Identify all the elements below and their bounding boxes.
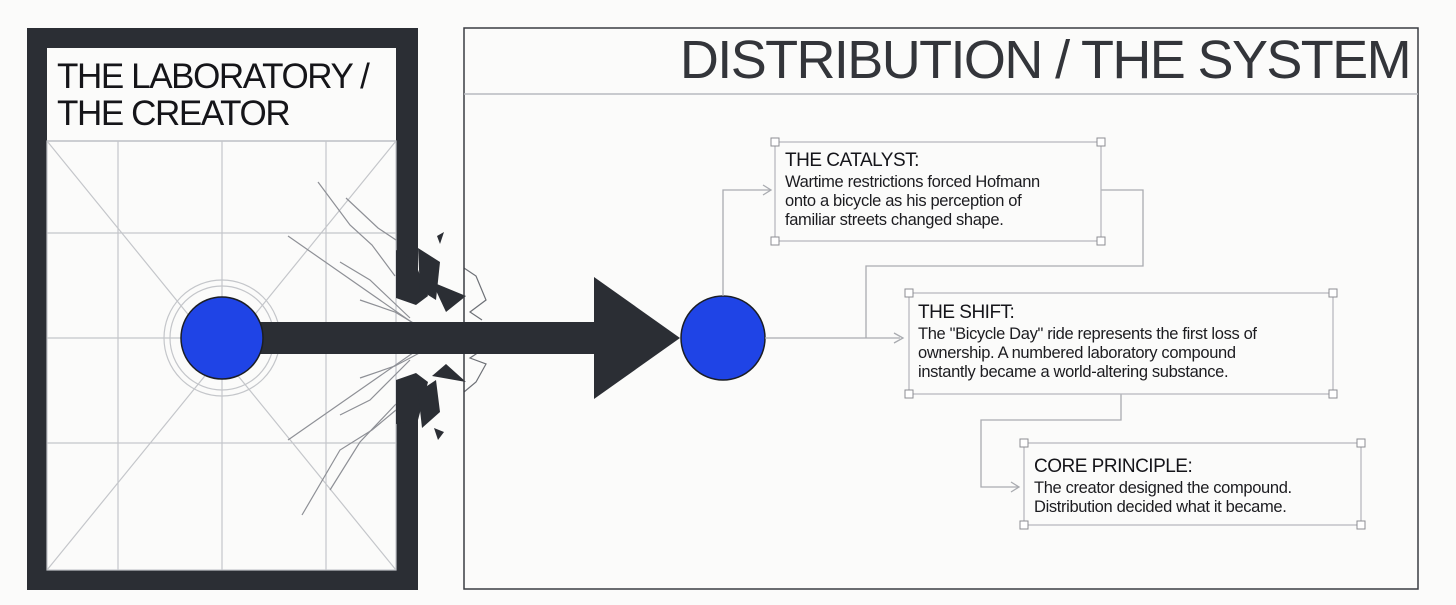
- shift-body-line: ownership. A numbered laboratory compoun…: [918, 344, 1236, 362]
- principle-body: The creator designed the compound. Distr…: [1034, 479, 1354, 517]
- distribution-title: DISTRIBUTION / THE SYSTEM: [679, 30, 1412, 90]
- catalyst-body-line: onto a bicycle as his perception of: [785, 192, 1022, 210]
- shift-body-line: instantly became a world-altering substa…: [918, 363, 1229, 381]
- shift-note: THE SHIFT: The "Bicycle Day" ride repres…: [918, 302, 1328, 382]
- principle-body-line: The creator designed the compound.: [1034, 479, 1292, 497]
- broken-wall-shards: [396, 232, 466, 440]
- principle-body-line: Distribution decided what it became.: [1034, 498, 1287, 516]
- catalyst-note: THE CATALYST: Wartime restrictions force…: [785, 150, 1095, 230]
- creator-node: [180, 296, 264, 380]
- principle-note: CORE PRINCIPLE: The creator designed the…: [1034, 456, 1354, 517]
- main-arrow-shaft: [252, 322, 598, 354]
- laboratory-title: THE LABORATORY / THE CREATOR: [57, 58, 387, 132]
- principle-box-frame: [1023, 442, 1362, 526]
- shift-body-line: The "Bicycle Day" ride represents the fi…: [918, 325, 1257, 343]
- crack-lines: [287, 181, 426, 516]
- main-arrow-head: [594, 277, 680, 399]
- catalyst-body-line: Wartime restrictions forced Hofmann: [785, 173, 1040, 191]
- shift-body: The "Bicycle Day" ride represents the fi…: [918, 325, 1328, 382]
- box-corner-handles: [770, 137, 1366, 530]
- shift-box-frame: [908, 292, 1334, 395]
- distribution-node: [680, 295, 766, 381]
- principle-heading: CORE PRINCIPLE:: [1034, 456, 1193, 477]
- laboratory-title-line: THE LABORATORY /: [57, 57, 370, 96]
- connector-lines: [722, 189, 1144, 488]
- laboratory-title-line: THE CREATOR: [57, 94, 291, 133]
- catalyst-body: Wartime restrictions forced Hofmann onto…: [785, 173, 1095, 230]
- connector-arrowheads: [762, 184, 1021, 493]
- catalyst-heading: THE CATALYST:: [785, 150, 919, 171]
- shift-heading: THE SHIFT:: [918, 302, 1015, 323]
- broken-wall-edge: [463, 267, 487, 393]
- distribution-panel: [463, 27, 1419, 590]
- catalyst-body-line: familiar streets changed shape.: [785, 211, 1004, 229]
- catalyst-box-frame: [774, 141, 1102, 242]
